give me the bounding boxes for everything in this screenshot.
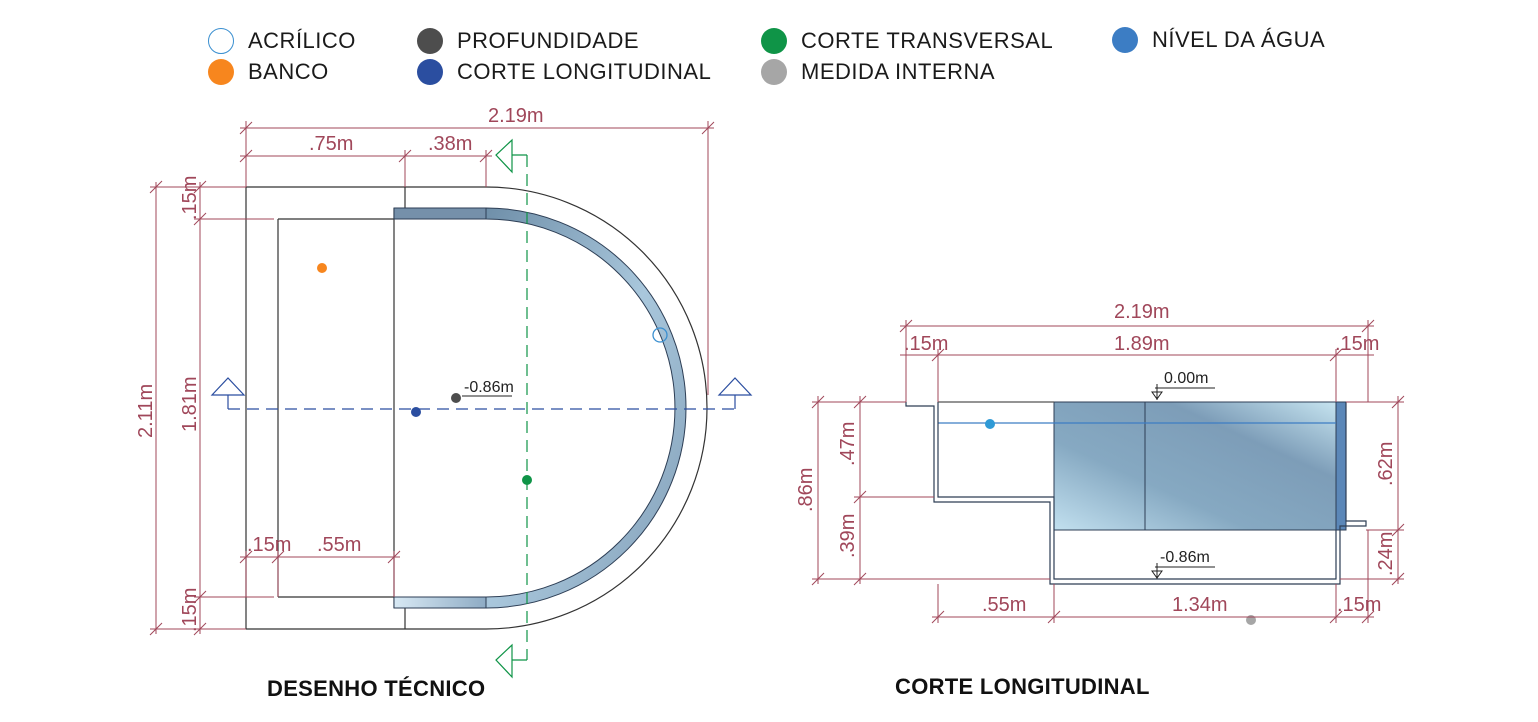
section-title: CORTE LONGITUDINAL — [895, 674, 1150, 699]
section-level-bottom: -0.86m — [1160, 549, 1210, 566]
section-dimension-lines — [811, 319, 1405, 624]
legend-label: MEDIDA INTERNA — [801, 59, 996, 84]
plan-title: DESENHO TÉCNICO — [267, 676, 486, 701]
plan-dim-total-width: 2.19m — [488, 105, 544, 127]
acrylic-section-panel — [1335, 401, 1347, 531]
plan-depth-label: -0.86m — [464, 379, 514, 396]
plan-dim-bottom-wall: .15m — [179, 588, 201, 632]
acrylic-panel — [393, 207, 687, 609]
cut-arrow-right-icon — [717, 377, 753, 409]
section-dim-bottom-right: .15m — [1337, 594, 1381, 616]
legend-item-longitudinal: CORTE LONGITUDINAL — [417, 59, 711, 85]
plan-dimension-lines — [149, 121, 715, 636]
section-dim-total-depth: .86m — [795, 468, 817, 512]
plan-view: -0.86m — [135, 105, 753, 679]
bench-marker-icon — [317, 263, 327, 273]
plan-dim-left-wall-bottom: .15m — [247, 534, 291, 556]
plan-dim-bottom-inner: .55m — [317, 534, 361, 556]
internal-dot-icon — [761, 59, 787, 85]
section-dim-left-wall: .15m — [904, 333, 948, 355]
section-dim-total-width: 2.19m — [1114, 301, 1170, 323]
depth-marker-icon — [451, 393, 461, 403]
legend-label: BANCO — [248, 59, 329, 84]
transversal-dot-icon — [761, 28, 787, 54]
plan-dim-total-height: 2.11m — [135, 384, 157, 438]
section-outline — [905, 401, 1367, 585]
plan-dim-bench-depth: .75m — [309, 133, 353, 155]
cut-arrow-bottom-icon — [495, 643, 527, 679]
legend-item-bench: BANCO — [208, 59, 329, 85]
water-volume — [1053, 401, 1337, 531]
section-level-top: 0.00m — [1164, 370, 1208, 387]
section-dim-right-wall: .15m — [1335, 333, 1379, 355]
water-level-marker-icon — [985, 419, 995, 429]
plan-dim-step: .38m — [428, 133, 472, 155]
legend-item-internal: MEDIDA INTERNA — [761, 59, 995, 85]
depth-dot-icon — [417, 28, 443, 54]
legend-item-water: NÍVEL DA ÁGUA — [1112, 27, 1325, 53]
legend-label: CORTE TRANSVERSAL — [801, 28, 1054, 53]
acrylic-dot-icon — [208, 28, 234, 54]
section-dim-bench-drop: .47m — [837, 422, 859, 466]
legend-item-transversal: CORTE TRANSVERSAL — [761, 28, 1053, 54]
bench-dot-icon — [208, 59, 234, 85]
longitudinal-marker-icon — [411, 407, 421, 417]
section-dim-bench-length: .55m — [982, 594, 1026, 616]
cut-arrow-top-icon — [495, 138, 527, 174]
plan-dim-inner-height: 1.81m — [179, 376, 201, 432]
legend-label: CORTE LONGITUDINAL — [457, 59, 712, 84]
water-dot-icon — [1112, 27, 1138, 53]
section-view: 0.00m -0.86m — [795, 301, 1405, 625]
legend-label: NÍVEL DA ÁGUA — [1152, 27, 1326, 52]
longitudinal-dot-icon — [417, 59, 443, 85]
legend-label: PROFUNDIDADE — [457, 28, 640, 53]
legend-item-acrylic: ACRÍLICO — [208, 28, 356, 54]
legend-label: ACRÍLICO — [248, 28, 356, 53]
section-dim-inner-width: 1.89m — [1114, 333, 1170, 355]
section-dim-right-lower: .24m — [1375, 532, 1397, 576]
level-top-icon — [1151, 384, 1163, 400]
level-bottom-icon — [1151, 563, 1163, 579]
cut-arrow-left-icon — [210, 377, 246, 409]
section-dim-bench-height: .39m — [837, 514, 859, 558]
acrylic-marker-icon — [652, 327, 668, 343]
plan-dim-top-wall: .15m — [179, 176, 201, 220]
section-dim-deep-length: 1.34m — [1172, 594, 1228, 616]
section-dim-right-height: .62m — [1375, 442, 1397, 486]
legend-item-depth: PROFUNDIDADE — [417, 28, 639, 54]
plan-outline — [245, 186, 708, 630]
transversal-marker-icon — [522, 475, 532, 485]
